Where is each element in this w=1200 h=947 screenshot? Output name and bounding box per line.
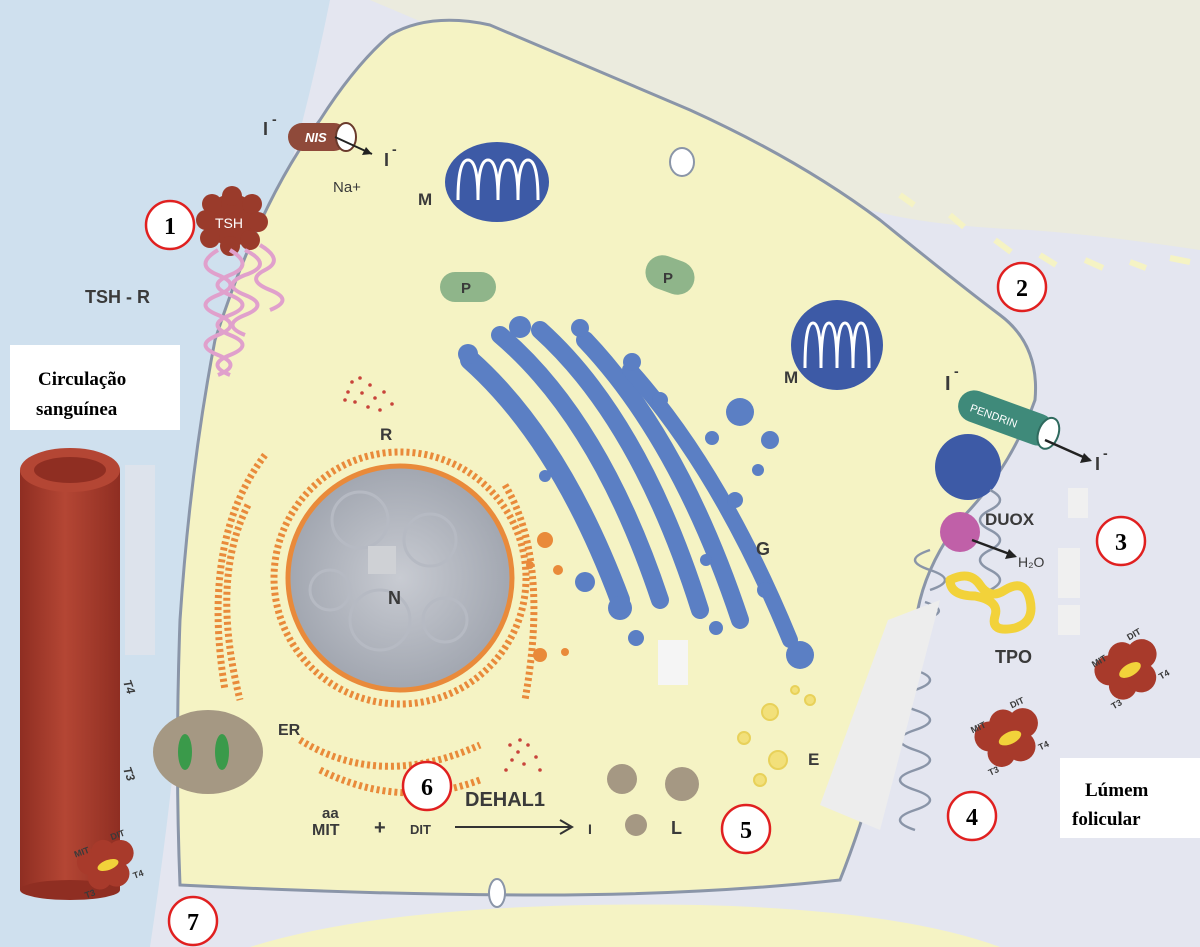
dehal1-label: DEHAL1 [465, 789, 545, 811]
mitochondrion-right [791, 300, 883, 390]
dit-label: DIT [410, 822, 431, 837]
marker-7: 7 [169, 897, 217, 945]
peroxisome-label-right: P [663, 270, 673, 287]
endosome-label: E [808, 750, 819, 769]
marker-3-number: 3 [1115, 530, 1127, 556]
iodide-inside-charge: - [392, 141, 397, 157]
marker-7-number: 7 [187, 910, 199, 936]
marker-3: 3 [1097, 517, 1145, 565]
vessel-gap-panel [125, 465, 155, 655]
mitochondrion-top [445, 142, 549, 222]
iodide-product-label: I [588, 821, 592, 837]
iodide-inside-label: I [384, 150, 389, 170]
iodide-pendrin-out: I [1095, 454, 1100, 474]
iodide-outside-charge: - [272, 111, 277, 127]
lysosome-basal [153, 710, 263, 794]
marker-4: 4 [948, 792, 996, 840]
nucleolus-mask [368, 546, 396, 574]
marker-5-number: 5 [740, 818, 752, 844]
marker-4-number: 4 [966, 805, 978, 831]
lysosome-label: L [671, 818, 682, 838]
lumen-label-line1: Lúmem [1085, 780, 1149, 801]
tsh-r-label: TSH - R [85, 287, 150, 307]
tight-junction-bottom [489, 879, 505, 907]
blood-label-line2: sanguínea [36, 399, 118, 420]
blood-label-line1: Circulação [38, 369, 126, 390]
lumen-label-line2: folicular [1072, 809, 1141, 830]
duox-mask-c [1068, 488, 1088, 518]
iodide-pendrin-out-charge: - [1103, 445, 1108, 461]
nis-label: NIS [305, 130, 327, 145]
marker-6: 6 [403, 762, 451, 810]
marker-2: 2 [998, 263, 1046, 311]
sodium-label: Na+ [333, 179, 361, 196]
ribosome-label: R [380, 425, 392, 444]
mit-label: MIT [312, 822, 340, 839]
duox-mask-b [1058, 605, 1080, 635]
mitochondrion-label-top: M [418, 190, 432, 209]
tpo-label: TPO [995, 647, 1032, 667]
duox-enzyme [940, 512, 980, 552]
mitochondrion-label-right: M [784, 368, 798, 387]
tight-junction-top [670, 148, 694, 176]
h2o2-label: H₂O [1018, 554, 1045, 570]
marker-2-number: 2 [1016, 276, 1028, 302]
golgi-label: G [756, 539, 770, 559]
marker-1: 1 [146, 201, 194, 249]
er-label: ER [278, 722, 301, 739]
plus-label: + [374, 817, 386, 839]
aa-label: aa [322, 805, 339, 822]
tsh-molecule: TSH [196, 186, 268, 256]
marker-6-number: 6 [421, 775, 433, 801]
iodide-pendrin-in-charge: - [954, 363, 959, 379]
nucleus [288, 466, 512, 690]
marker-5: 5 [722, 805, 770, 853]
marker-1-number: 1 [164, 214, 176, 240]
duox-mask-a [1058, 548, 1080, 598]
iodide-outside-label: I [263, 119, 268, 139]
blood-vessel [20, 448, 120, 900]
peroxisome-label-left: P [461, 280, 471, 297]
iodide-pendrin-in: I [945, 373, 951, 395]
golgi-label-mask [658, 640, 688, 685]
nucleus-label: N [388, 588, 401, 608]
tsh-label: TSH [215, 215, 243, 231]
duox-label: DUOX [985, 510, 1035, 529]
